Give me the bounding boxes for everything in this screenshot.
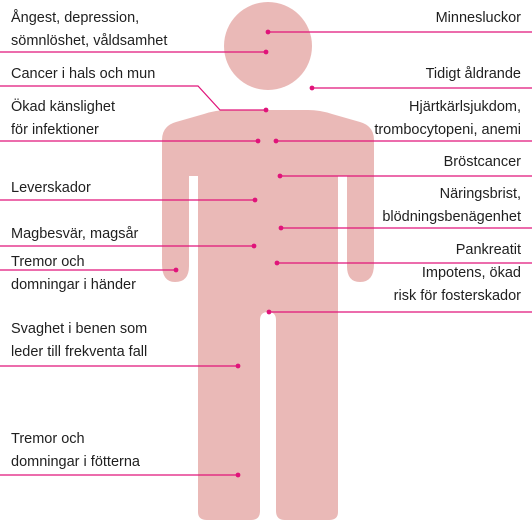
aging-marker bbox=[310, 86, 315, 91]
label-tremor-feet-line: domningar i fötterna bbox=[11, 451, 140, 474]
label-memory-line: Minnesluckor bbox=[436, 7, 521, 30]
label-pancreas: Pankreatit bbox=[456, 239, 521, 262]
pancreas-marker bbox=[275, 261, 280, 266]
label-tremor-hands-line: domningar i händer bbox=[11, 274, 136, 297]
heart-marker bbox=[274, 139, 279, 144]
label-nutrition: Näringsbrist,blödningsbenägenhet bbox=[382, 183, 521, 229]
stomach-marker bbox=[252, 244, 257, 249]
label-nutrition-line: Näringsbrist, bbox=[382, 183, 521, 206]
label-nutrition-line: blödningsbenägenhet bbox=[382, 206, 521, 229]
label-cancer-mouth-line: Cancer i hals och mun bbox=[11, 63, 155, 86]
label-breast: Bröstcancer bbox=[444, 151, 521, 174]
label-cancer-mouth: Cancer i hals och mun bbox=[11, 63, 155, 86]
anxiety-marker bbox=[264, 50, 269, 55]
label-heart-line: Hjärtkärlsjukdom, bbox=[374, 96, 521, 119]
nutrition-marker bbox=[279, 226, 284, 231]
label-memory: Minnesluckor bbox=[436, 7, 521, 30]
label-stomach: Magbesvär, magsår bbox=[11, 223, 138, 246]
label-anxiety-line: Ångest, depression, bbox=[11, 7, 167, 30]
impotence-marker bbox=[267, 310, 272, 315]
human-figure bbox=[162, 2, 374, 520]
label-heart: Hjärtkärlsjukdom,trombocytopeni, anemi bbox=[374, 96, 521, 142]
label-legs-line: Svaghet i benen som bbox=[11, 318, 147, 341]
tremor-feet-marker bbox=[236, 473, 241, 478]
label-liver: Leverskador bbox=[11, 177, 91, 200]
label-anxiety-line: sömnlöshet, våldsamhet bbox=[11, 30, 167, 53]
label-impotence-line: risk för fosterskador bbox=[394, 285, 521, 308]
label-infections-line: för infektioner bbox=[11, 119, 115, 142]
infections-marker bbox=[256, 139, 261, 144]
legs-marker bbox=[236, 364, 241, 369]
label-aging: Tidigt åldrande bbox=[426, 63, 521, 86]
memory-marker bbox=[266, 30, 271, 35]
breast-marker bbox=[278, 174, 283, 179]
label-tremor-hands-line: Tremor och bbox=[11, 251, 136, 274]
label-tremor-feet-line: Tremor och bbox=[11, 428, 140, 451]
label-anxiety: Ångest, depression,sömnlöshet, våldsamhe… bbox=[11, 7, 167, 53]
label-heart-line: trombocytopeni, anemi bbox=[374, 119, 521, 142]
label-stomach-line: Magbesvär, magsår bbox=[11, 223, 138, 246]
label-impotence-line: Impotens, ökad bbox=[394, 262, 521, 285]
label-legs-line: leder till frekventa fall bbox=[11, 341, 147, 364]
liver-marker bbox=[253, 198, 258, 203]
figure-head bbox=[224, 2, 312, 90]
label-aging-line: Tidigt åldrande bbox=[426, 63, 521, 86]
label-breast-line: Bröstcancer bbox=[444, 151, 521, 174]
label-pancreas-line: Pankreatit bbox=[456, 239, 521, 262]
label-liver-line: Leverskador bbox=[11, 177, 91, 200]
label-infections-line: Ökad känslighet bbox=[11, 96, 115, 119]
tremor-hands-marker bbox=[174, 268, 179, 273]
cancer-mouth-marker bbox=[264, 108, 269, 113]
figure-body bbox=[162, 110, 374, 520]
